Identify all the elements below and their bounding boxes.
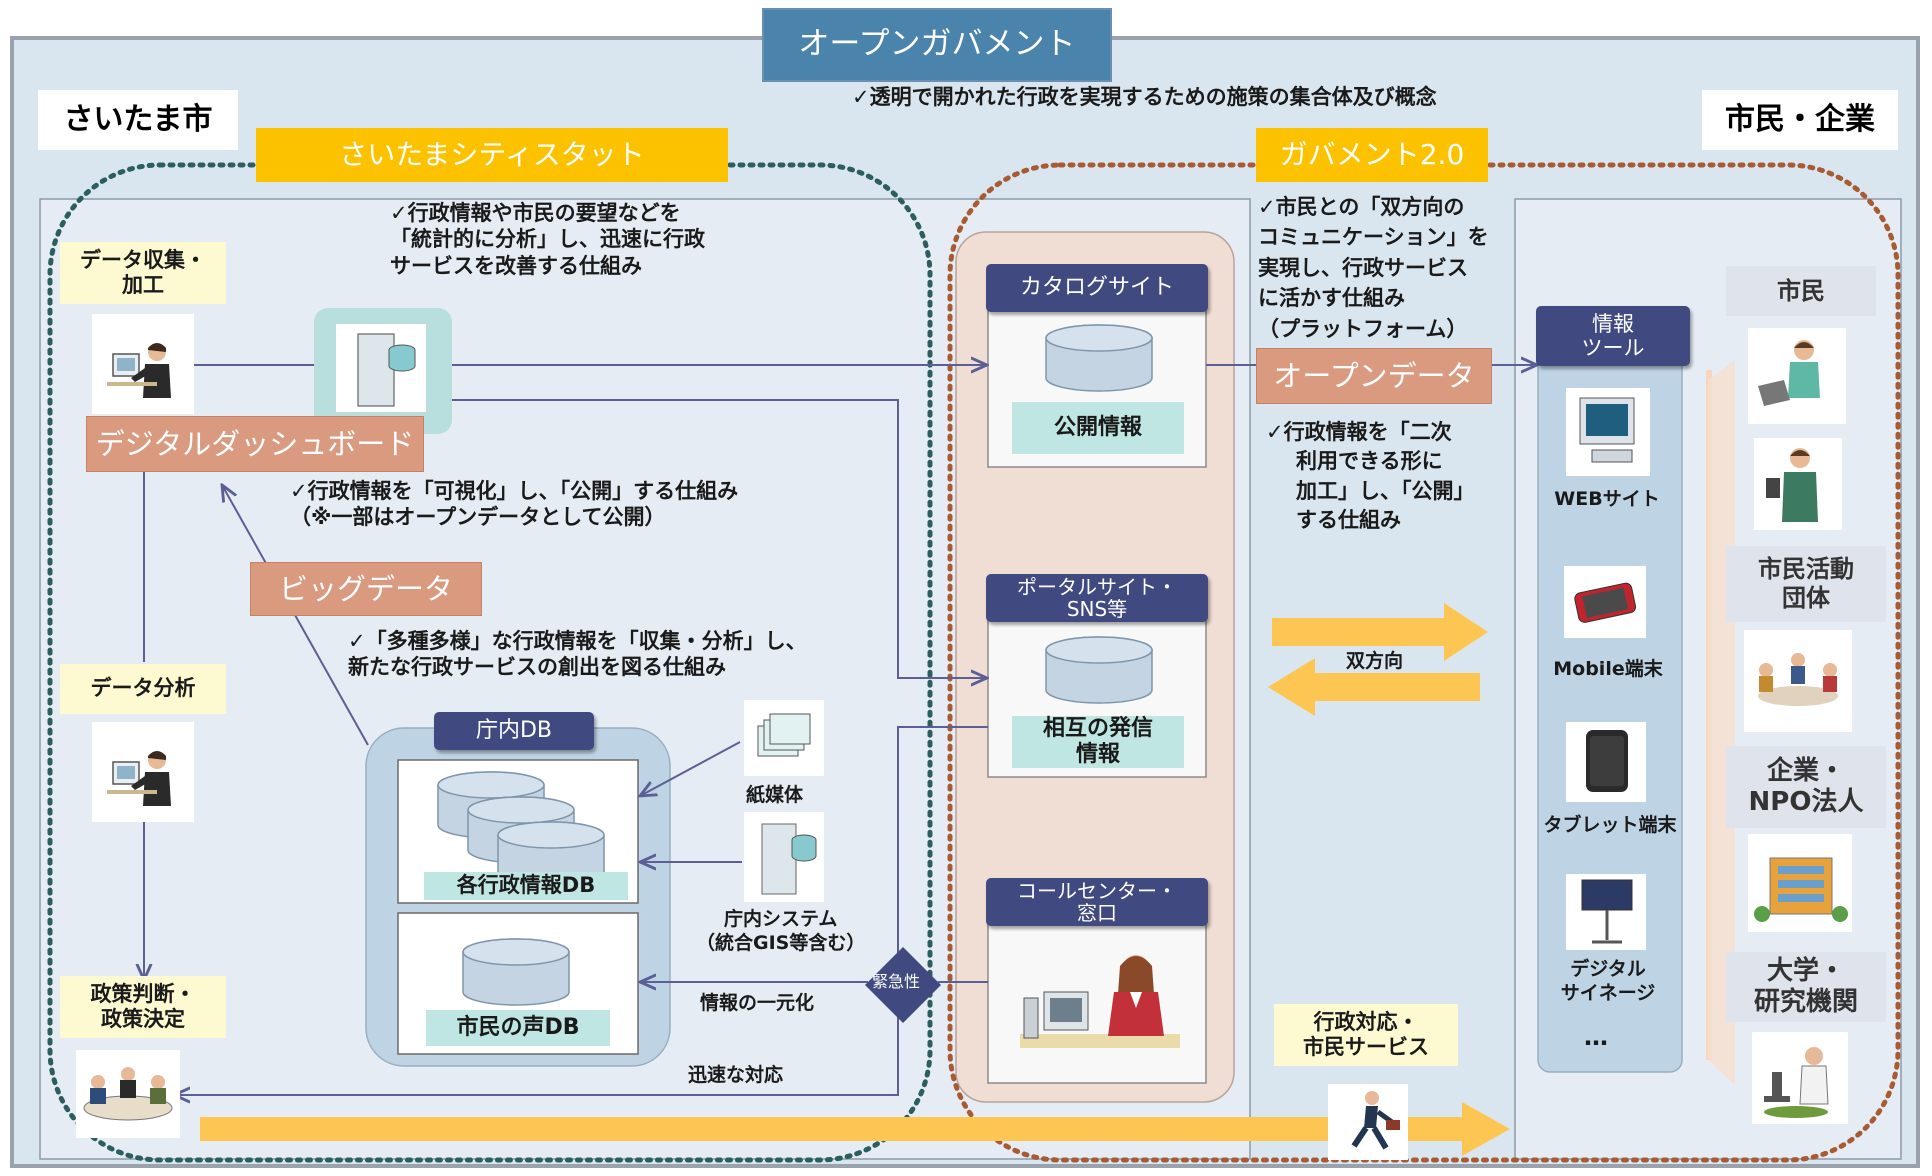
opendata-desc: ✓行政情報を「二次利用できる形に加工」し、「公開」する仕組み bbox=[1266, 420, 1475, 533]
signage-icon bbox=[1566, 874, 1646, 950]
citystat-desc: ✓行政情報や市民の要望などを「統計的に分析」し、迅速に行政サービスを改善する仕組… bbox=[390, 201, 705, 278]
group-meeting-icon bbox=[1744, 630, 1852, 732]
mutual-info-label: 相互の発信情報 bbox=[1012, 716, 1184, 768]
callcenter-header: コールセンター・窓口 bbox=[986, 878, 1208, 926]
portal-sns-header: ポータルサイト・SNS等 bbox=[986, 574, 1208, 622]
step-collect: データ収集・加工 bbox=[60, 242, 226, 304]
tablet-icon bbox=[1566, 722, 1646, 802]
meeting-icon bbox=[76, 1050, 180, 1138]
web-monitor-icon bbox=[1566, 388, 1650, 476]
tool-web: WEBサイト bbox=[1554, 488, 1660, 510]
step-analyze: データ分析 bbox=[60, 664, 226, 714]
bigdata-label: ビッグデータ bbox=[250, 562, 482, 616]
rapid-label: 迅速な対応 bbox=[688, 1064, 784, 1086]
callcenter-icon bbox=[1014, 942, 1184, 1060]
urgent-label: 緊急性 bbox=[872, 972, 921, 991]
stakeholder-citizen: 市民 bbox=[1726, 266, 1876, 316]
tools-header: 情報ツール bbox=[1536, 306, 1690, 366]
db-each-label: 各行政情報DB bbox=[424, 872, 628, 900]
worker-icon bbox=[92, 314, 194, 414]
system-server-icon bbox=[744, 812, 824, 902]
bidirectional-label: 双方向 bbox=[1346, 650, 1404, 672]
tool-mobile: Mobile端末 bbox=[1553, 658, 1663, 680]
researcher-icon bbox=[1752, 1032, 1848, 1124]
gov20-desc: ✓市民との「双方向のコミュニケーション」を実現し、行政サービスに活かす仕組み（プ… bbox=[1258, 195, 1489, 341]
paper-icon bbox=[744, 700, 824, 776]
catalog-site-header: カタログサイト bbox=[986, 264, 1208, 312]
page-title: オープンガバメント bbox=[762, 8, 1112, 82]
runner-icon bbox=[1328, 1084, 1408, 1160]
tool-more: … bbox=[1584, 1023, 1608, 1051]
dashboard-desc: ✓行政情報を「可視化」し、「公開」する仕組み（※一部はオープンデータとして公開） bbox=[290, 479, 739, 530]
mobile-phone-icon bbox=[1564, 566, 1646, 638]
tool-tablet: タブレット端末 bbox=[1543, 814, 1677, 836]
system-label: 庁内システム（統合GIS等含む） bbox=[696, 908, 866, 954]
analyst-icon bbox=[92, 722, 194, 822]
gov20-label: ガバメント2.0 bbox=[1256, 128, 1488, 182]
stakeholder-company-npo: 企業・NPO法人 bbox=[1726, 746, 1886, 828]
concept-text: ✓透明で開かれた行政を実現するための施策の集合体及び概念 bbox=[852, 85, 1437, 109]
left-org-label: さいたま市 bbox=[38, 90, 238, 150]
citystat-label: さいたまシティスタット bbox=[256, 128, 728, 182]
right-org-label: 市民・企業 bbox=[1702, 90, 1898, 150]
tool-signage: デジタルサイネージ bbox=[1560, 958, 1656, 1004]
citizen-phone-icon bbox=[1754, 438, 1842, 530]
db-header: 庁内DB bbox=[434, 712, 594, 750]
office-building-icon bbox=[1748, 834, 1852, 932]
paper-label: 紙媒体 bbox=[746, 784, 804, 806]
service-label: 行政対応・市民サービス bbox=[1274, 1004, 1458, 1066]
db-voice-label: 市民の声DB bbox=[426, 1010, 610, 1046]
stakeholder-civic-group: 市民活動団体 bbox=[1726, 546, 1886, 622]
citizen-laptop-icon bbox=[1748, 328, 1846, 424]
stakeholder-university: 大学・研究機関 bbox=[1726, 952, 1886, 1022]
bigdata-desc: ✓「多種多様」な行政情報を「収集・分析」し、新たな行政サービスの創出を図る仕組み bbox=[348, 629, 807, 680]
unify-label: 情報の一元化 bbox=[700, 992, 815, 1014]
step-decide: 政策判断・政策決定 bbox=[60, 976, 226, 1038]
dashboard-label: デジタルダッシュボード bbox=[86, 416, 424, 472]
opendata-label: オープンデータ bbox=[1256, 348, 1492, 404]
public-info-label: 公開情報 bbox=[1012, 402, 1184, 454]
